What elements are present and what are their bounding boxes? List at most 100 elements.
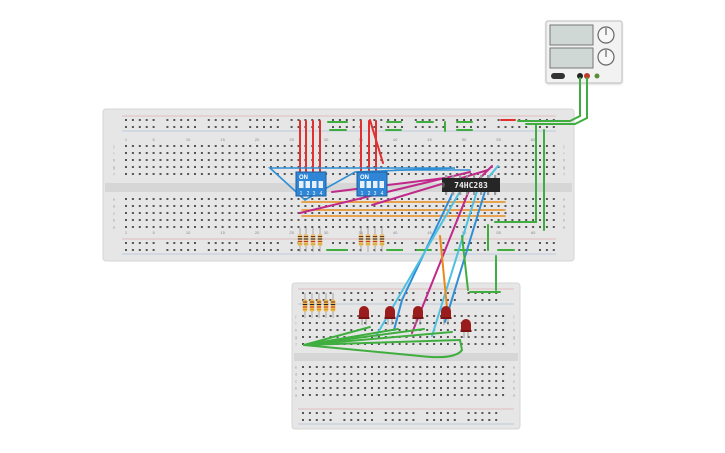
led-resistor-5[interactable] — [330, 293, 336, 318]
terminal-hole — [470, 173, 472, 175]
rail-hole — [398, 412, 401, 414]
terminal-hole — [481, 336, 484, 338]
wire-to-led-cyan-2[interactable] — [431, 187, 479, 337]
terminal-hole — [488, 343, 491, 345]
ground-terminal[interactable] — [594, 73, 600, 79]
terminal-hole — [256, 166, 259, 168]
terminal-hole — [391, 373, 394, 375]
terminal-hole — [442, 159, 445, 161]
led-resistor-3[interactable] — [316, 293, 322, 318]
terminal-hole — [145, 173, 148, 175]
wire-red-8[interactable] — [369, 119, 384, 164]
dip-switch-1-toggle-3[interactable] — [312, 181, 317, 188]
terminal-hole — [426, 366, 429, 368]
rail-hole — [440, 412, 442, 414]
wire-led-ground-fan-5[interactable] — [303, 338, 464, 359]
terminal-hole — [504, 226, 507, 228]
main-breadboard[interactable]: 1155101015152020252530303535404045455050… — [102, 108, 575, 262]
led-resistor-1[interactable] — [302, 293, 308, 318]
resistor-b3[interactable] — [372, 228, 378, 252]
resistor-a3[interactable] — [310, 228, 316, 252]
terminal-hole — [412, 394, 415, 396]
terminal-hole — [481, 387, 484, 389]
terminal-hole — [552, 152, 555, 154]
resistor-a1[interactable] — [297, 228, 303, 252]
wire-magenta-2[interactable] — [371, 169, 489, 206]
terminal-hole — [221, 145, 224, 147]
terminal-hole — [394, 219, 397, 221]
terminal-hole — [131, 198, 134, 200]
terminal-hole — [332, 173, 334, 175]
wire-magenta-3[interactable] — [331, 177, 446, 193]
resistor-a4[interactable] — [317, 228, 323, 252]
resistors[interactable] — [297, 228, 385, 252]
positive-terminal[interactable] — [584, 73, 590, 79]
wire-green-right-1[interactable] — [494, 123, 537, 223]
terminal-hole — [421, 173, 424, 175]
terminal-hole — [518, 166, 521, 168]
negative-terminal[interactable] — [577, 73, 583, 79]
terminal-hole — [511, 166, 514, 168]
dip-switch-1-toggle-2[interactable] — [305, 181, 311, 188]
wire-ground-link-2[interactable] — [461, 235, 469, 291]
wire-supply-ground[interactable] — [517, 77, 581, 122]
wire-to-led-blue-1[interactable] — [393, 187, 456, 331]
terminal-hole — [318, 212, 321, 214]
terminal-hole — [407, 212, 410, 214]
ic-chip[interactable]: 74HC283 — [442, 175, 500, 195]
resistor-b4[interactable] — [379, 228, 385, 252]
resistor-b1[interactable] — [358, 228, 364, 252]
led-1[interactable] — [358, 306, 370, 325]
led-2[interactable] — [384, 306, 396, 325]
dip-switch-2-toggle-4[interactable] — [379, 181, 385, 188]
terminal-hole — [391, 394, 394, 396]
led-5[interactable] — [460, 319, 472, 338]
dc-power-supply[interactable] — [545, 20, 623, 84]
dip-switch-2-toggle-2[interactable] — [366, 181, 372, 188]
rail-hole — [152, 126, 155, 128]
power-switch[interactable] — [551, 73, 565, 79]
small-board-resistors[interactable] — [302, 293, 336, 318]
wire-to-led-blue-2[interactable] — [444, 187, 487, 323]
led-resistor-2[interactable] — [309, 293, 315, 318]
led-resistor-4[interactable] — [323, 293, 329, 318]
dip-switch-2-toggle-3[interactable] — [373, 181, 378, 188]
dip-switch-1[interactable]: ON 1 2 3 4 — [295, 171, 327, 197]
dip-switch-1-toggle-4[interactable] — [318, 181, 324, 188]
terminal-hole — [453, 343, 456, 345]
dip-switch-2-toggle-1[interactable] — [360, 181, 365, 188]
rail-hole — [476, 119, 479, 121]
wire-led-ground-fan-4[interactable] — [303, 331, 453, 346]
terminal-hole — [380, 145, 383, 147]
terminal-hole — [398, 394, 401, 396]
rail-hole — [401, 119, 403, 121]
leds[interactable] — [358, 306, 472, 338]
terminal-hole — [401, 145, 403, 147]
wire-to-led-orange[interactable] — [439, 235, 449, 319]
wire-blue-bus-1[interactable] — [267, 167, 456, 201]
wire-supply-positive[interactable] — [525, 77, 588, 125]
row-letter: e — [113, 197, 116, 202]
terminal-hole — [207, 205, 210, 207]
terminal-hole — [242, 166, 245, 168]
rail-hole — [373, 126, 376, 128]
dip-switch-2[interactable]: ON 1 2 3 4 — [356, 171, 388, 197]
led-4[interactable] — [440, 306, 452, 325]
wire-led-ground-fan-1[interactable] — [303, 326, 371, 346]
rail-hole — [187, 242, 190, 244]
rail-hole — [495, 299, 498, 301]
led-3[interactable] — [412, 306, 424, 325]
terminal-hole — [200, 152, 203, 154]
ic-pin — [452, 175, 455, 178]
resistor-b2[interactable] — [365, 228, 371, 252]
wire-chip-cyan-1[interactable] — [487, 165, 499, 179]
dip-switch-1-pos-2: 2 — [307, 191, 310, 197]
dip-switch-1-toggle-1[interactable] — [299, 181, 304, 188]
terminal-hole — [525, 145, 528, 147]
terminal-hole — [318, 219, 321, 221]
resistor-a2[interactable] — [303, 228, 309, 252]
terminal-hole — [352, 212, 355, 214]
row-letter: b — [563, 218, 566, 223]
terminal-hole — [315, 387, 318, 389]
